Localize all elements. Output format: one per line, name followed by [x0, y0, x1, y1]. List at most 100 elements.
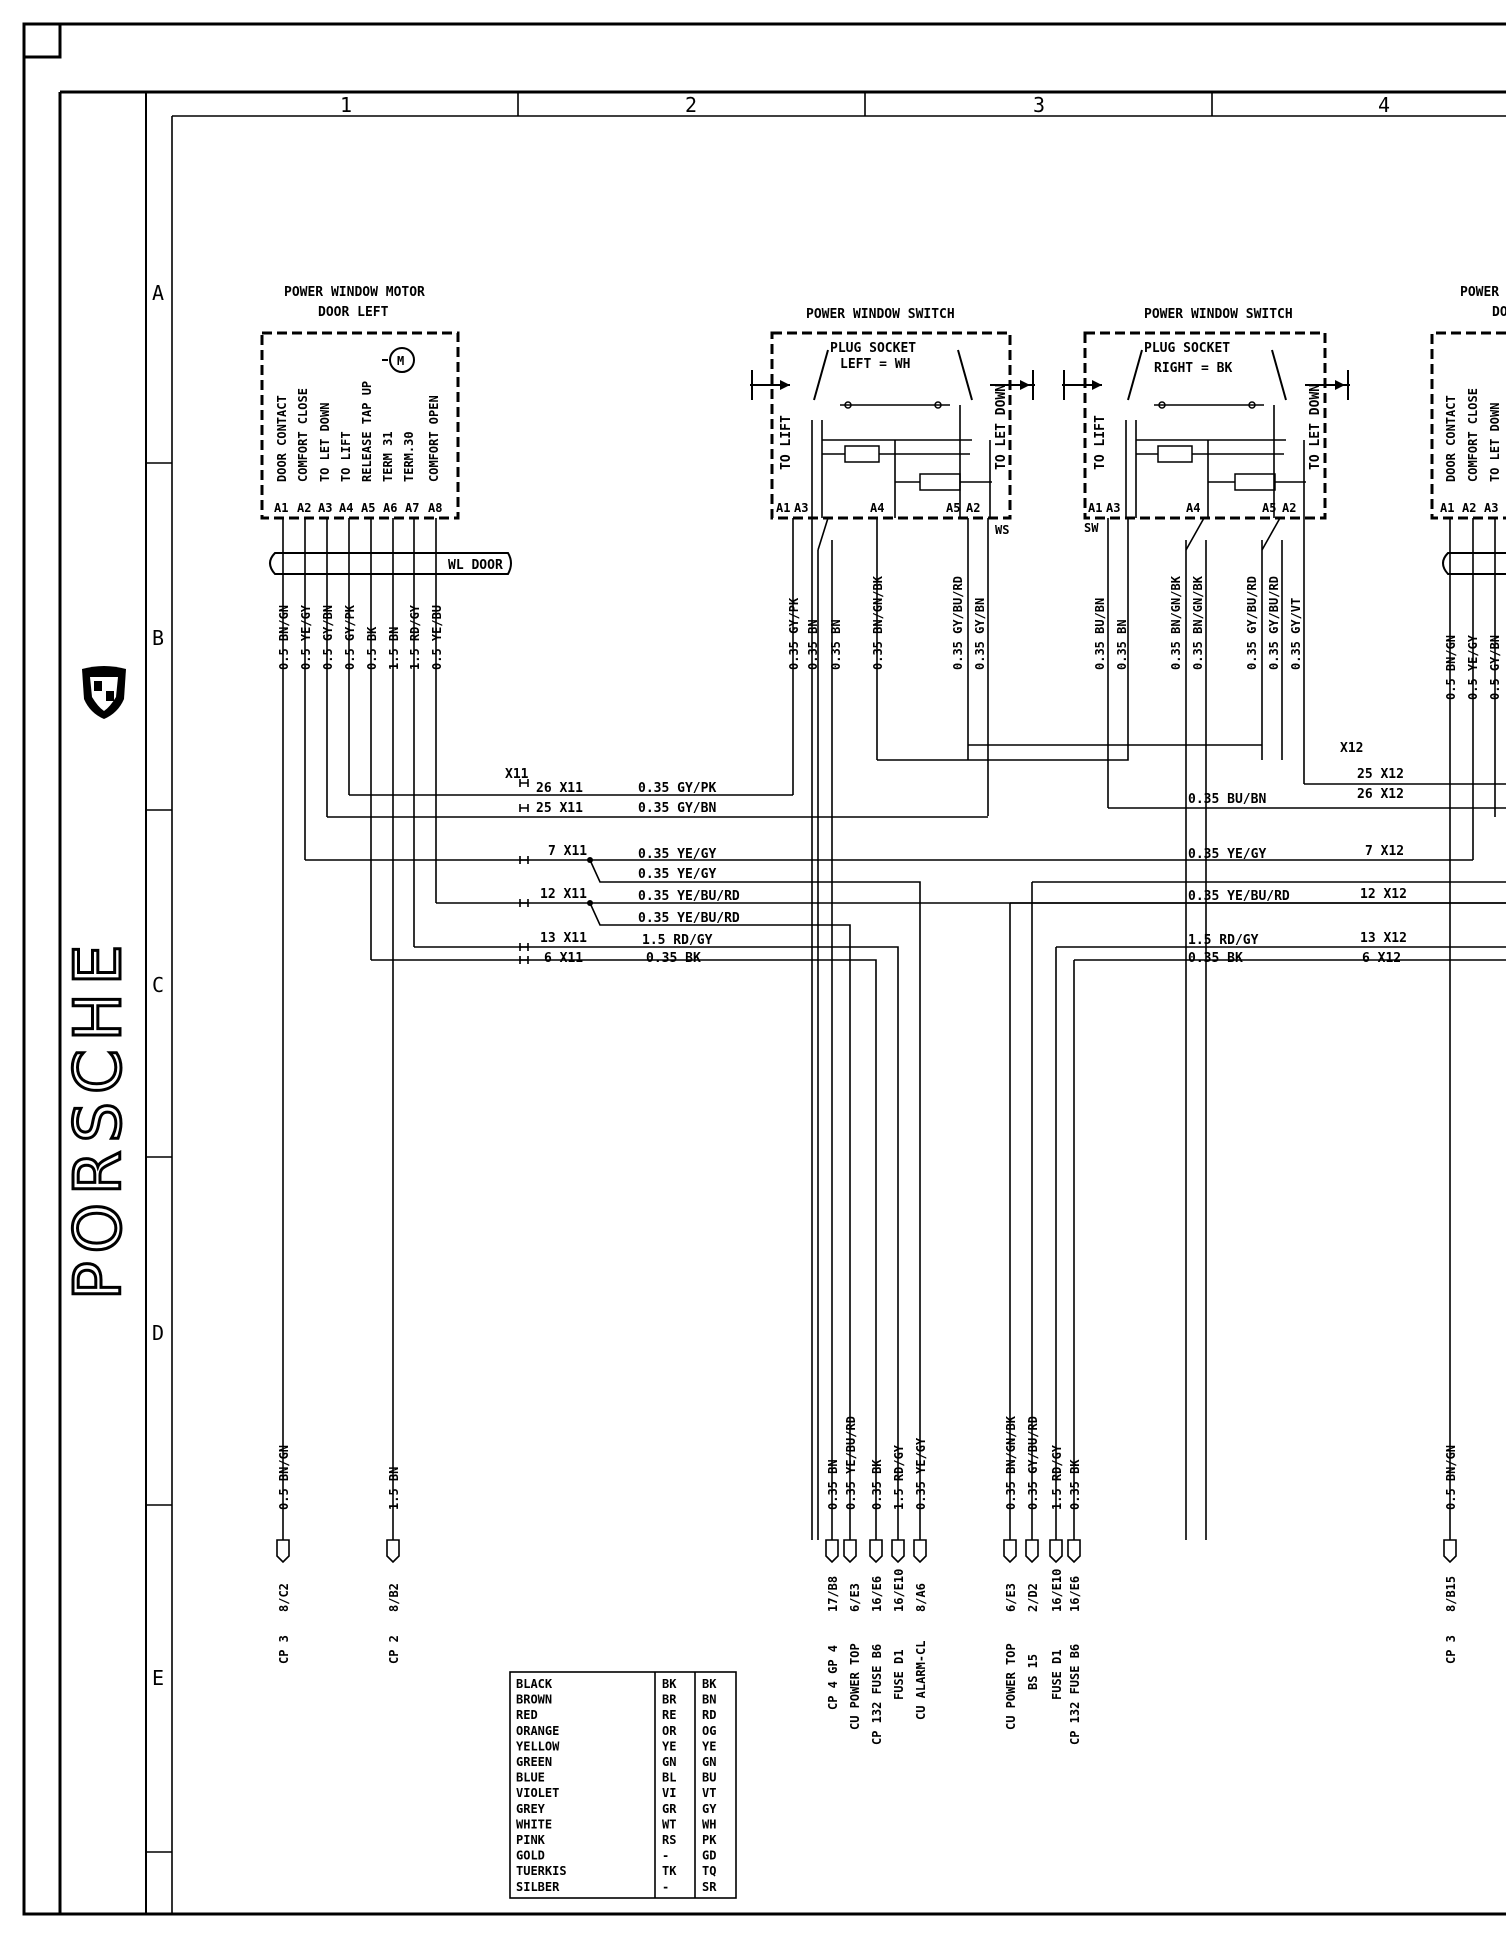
drawing-frame: [22, 22, 1506, 1916]
legend-code-de: WT: [662, 1817, 676, 1831]
column-1-label: 1: [340, 93, 352, 117]
motor-right-title-line1: POWER: [1460, 285, 1499, 300]
wire-label: 0.5 BN/GN: [277, 605, 291, 670]
wire-label: 0.5 GY/BN: [1488, 635, 1502, 700]
wire-label: 0.5 BN/GN: [1444, 635, 1458, 700]
motor-left-function: TERM 31: [381, 431, 395, 482]
wire-label: 0.35 GY/BU/RD: [951, 576, 965, 670]
pin-label: A6: [383, 501, 397, 515]
power-window-switch-right: [1062, 331, 1350, 520]
legend-code-en: TQ: [702, 1864, 716, 1878]
motor-left-function: TERM.30: [402, 431, 416, 482]
bottom-target: FUSE D1: [892, 1649, 906, 1700]
legend-code-en: BU: [702, 1771, 716, 1785]
legend-color-name: YELLOW: [516, 1739, 560, 1753]
bottom-ref: 16/E10: [1050, 1569, 1064, 1612]
wire-label: 0.35 BN/GN/BK: [1191, 575, 1205, 670]
legend-color-name: GREEN: [516, 1755, 552, 1769]
wire-label: 0.35 BN/GN/BK: [1169, 575, 1183, 670]
motor-right-function: COMFORT CLOSE: [1466, 388, 1480, 482]
bottom-terminals: [276, 1539, 1457, 1564]
bottom-ref: 16/E10: [892, 1569, 906, 1612]
motor-left-function: TO LET DOWN: [318, 403, 332, 482]
motor-left-function: COMFORT CLOSE: [296, 388, 310, 482]
bottom-wire: 0.35 GY/BU/RD: [1026, 1416, 1040, 1510]
x12-pin: 26 X12: [1357, 787, 1404, 802]
x11-wire: 0.35 GY/PK: [638, 781, 716, 796]
pin-label: A1: [1088, 501, 1102, 515]
bottom-wire: 0.5 BN/GN: [277, 1445, 291, 1510]
legend-code-en: YE: [702, 1739, 716, 1753]
x12-wire: 0.35 BK: [1188, 951, 1243, 966]
switch-right-label-down: TO LET DOWN: [1308, 384, 1323, 470]
bottom-target: CP 3: [277, 1635, 291, 1664]
legend-code-en: GD: [702, 1849, 716, 1863]
pin-label: A2: [297, 501, 311, 515]
switch-right-label-lift: TO LIFT: [1093, 415, 1108, 470]
row-c-label: C: [152, 973, 164, 997]
switch-left-label-lift: TO LIFT: [779, 415, 794, 470]
bottom-ref: 8/B15: [1444, 1576, 1458, 1612]
row-a-label: A: [152, 281, 164, 305]
wire-label: 0.5 YE/GY: [299, 604, 313, 670]
legend-color-name: BLUE: [516, 1771, 545, 1785]
switch-right-pins: A1 A3 A4 A5 A2: [1088, 501, 1296, 515]
switch-left-wires: [792, 517, 989, 1540]
switch-left-title: POWER WINDOW SWITCH: [806, 307, 955, 322]
row-b-label: B: [152, 626, 164, 650]
legend-color-name: GREY: [516, 1802, 546, 1816]
legend-code-de: GR: [662, 1802, 677, 1816]
legend-color-name: GOLD: [516, 1849, 545, 1863]
switch-left-socket-line1: PLUG SOCKET: [830, 341, 916, 356]
bottom-ref: 17/B8: [826, 1576, 840, 1612]
bottom-wire-labels: 0.5 BN/GN 1.5 BN 0.35 BN 0.35 YE/BU/RD 0…: [277, 1415, 1458, 1510]
wire-label: 0.35 BN/GN/BK: [871, 575, 885, 670]
motor-left-wires: [282, 518, 437, 1540]
bottom-target: CP 132 FUSE B6: [1068, 1644, 1082, 1745]
row-d-label: D: [152, 1321, 164, 1345]
pin-label: A4: [1186, 501, 1200, 515]
bottom-target: CP 132 FUSE B6: [870, 1644, 884, 1745]
legend-color-name: TUERKIS: [516, 1864, 567, 1878]
legend-color-name: RED: [516, 1708, 538, 1722]
bottom-wire: 0.35 YE/BU/RD: [844, 1416, 858, 1510]
x12-wire: 1.5 RD/GY: [1188, 933, 1259, 948]
x11-pin: 13 X11: [540, 931, 587, 946]
pin-label: A1: [1440, 501, 1454, 515]
x11-pin: 6 X11: [544, 951, 583, 966]
pin-label: A5: [1262, 501, 1276, 515]
switch-left-wire-labels: 0.35 GY/PK 0.35 BN 0.35 BN 0.35 BN/GN/BK…: [787, 575, 987, 670]
bottom-target-labels: CP 3 CP 2 CP 4 GP 4 CU POWER TOP CP 132 …: [277, 1635, 1458, 1745]
legend-code-en: RD: [702, 1708, 716, 1722]
x11-connector-wiring: [305, 550, 1506, 1540]
harness-label: WL DOOR: [448, 558, 503, 573]
switch-left-pins: A1 A3 A4 A5 A2: [776, 501, 980, 515]
bottom-wire: 1.5 RD/GY: [1050, 1444, 1064, 1510]
bottom-wire: 0.35 BK: [1068, 1459, 1082, 1510]
switch-right-wire-labels: 0.35 BU/BN 0.35 BN 0.35 BN/GN/BK 0.35 BN…: [1093, 575, 1303, 670]
harness-outline: [269, 552, 512, 575]
legend-code-de: -: [662, 1880, 669, 1894]
x11-pin: 7 X11: [548, 844, 587, 859]
bottom-ref: 8/A6: [914, 1583, 928, 1612]
bottom-target: CU ALARM-CL: [914, 1641, 928, 1720]
pin-label: A3: [794, 501, 808, 515]
bottom-target: FUSE D1: [1050, 1649, 1064, 1700]
power-window-switch-left: [750, 331, 1035, 520]
column-3-label: 3: [1033, 93, 1045, 117]
bottom-wire: 1.5 BN: [387, 1467, 401, 1510]
bottom-ref: 16/E6: [870, 1576, 884, 1612]
pin-label: A3: [1484, 501, 1498, 515]
bottom-ref: 2/D2: [1026, 1583, 1040, 1612]
wire-label: 1.5 BN: [387, 627, 401, 670]
column-4-label: 4: [1378, 93, 1390, 117]
motor-left-title-line2: DOOR LEFT: [318, 305, 389, 320]
x12-connector-name: X12: [1340, 741, 1363, 756]
wire-label: 1.5 RD/GY: [408, 604, 422, 670]
x11-pin: 25 X11: [536, 801, 583, 816]
bottom-target: BS 15: [1026, 1654, 1040, 1690]
legend-code-en: OG: [702, 1724, 716, 1738]
x12-wire: 0.35 BU/BN: [1188, 792, 1266, 807]
pin-label: A2: [1462, 501, 1476, 515]
legend-code-de: OR: [662, 1724, 677, 1738]
